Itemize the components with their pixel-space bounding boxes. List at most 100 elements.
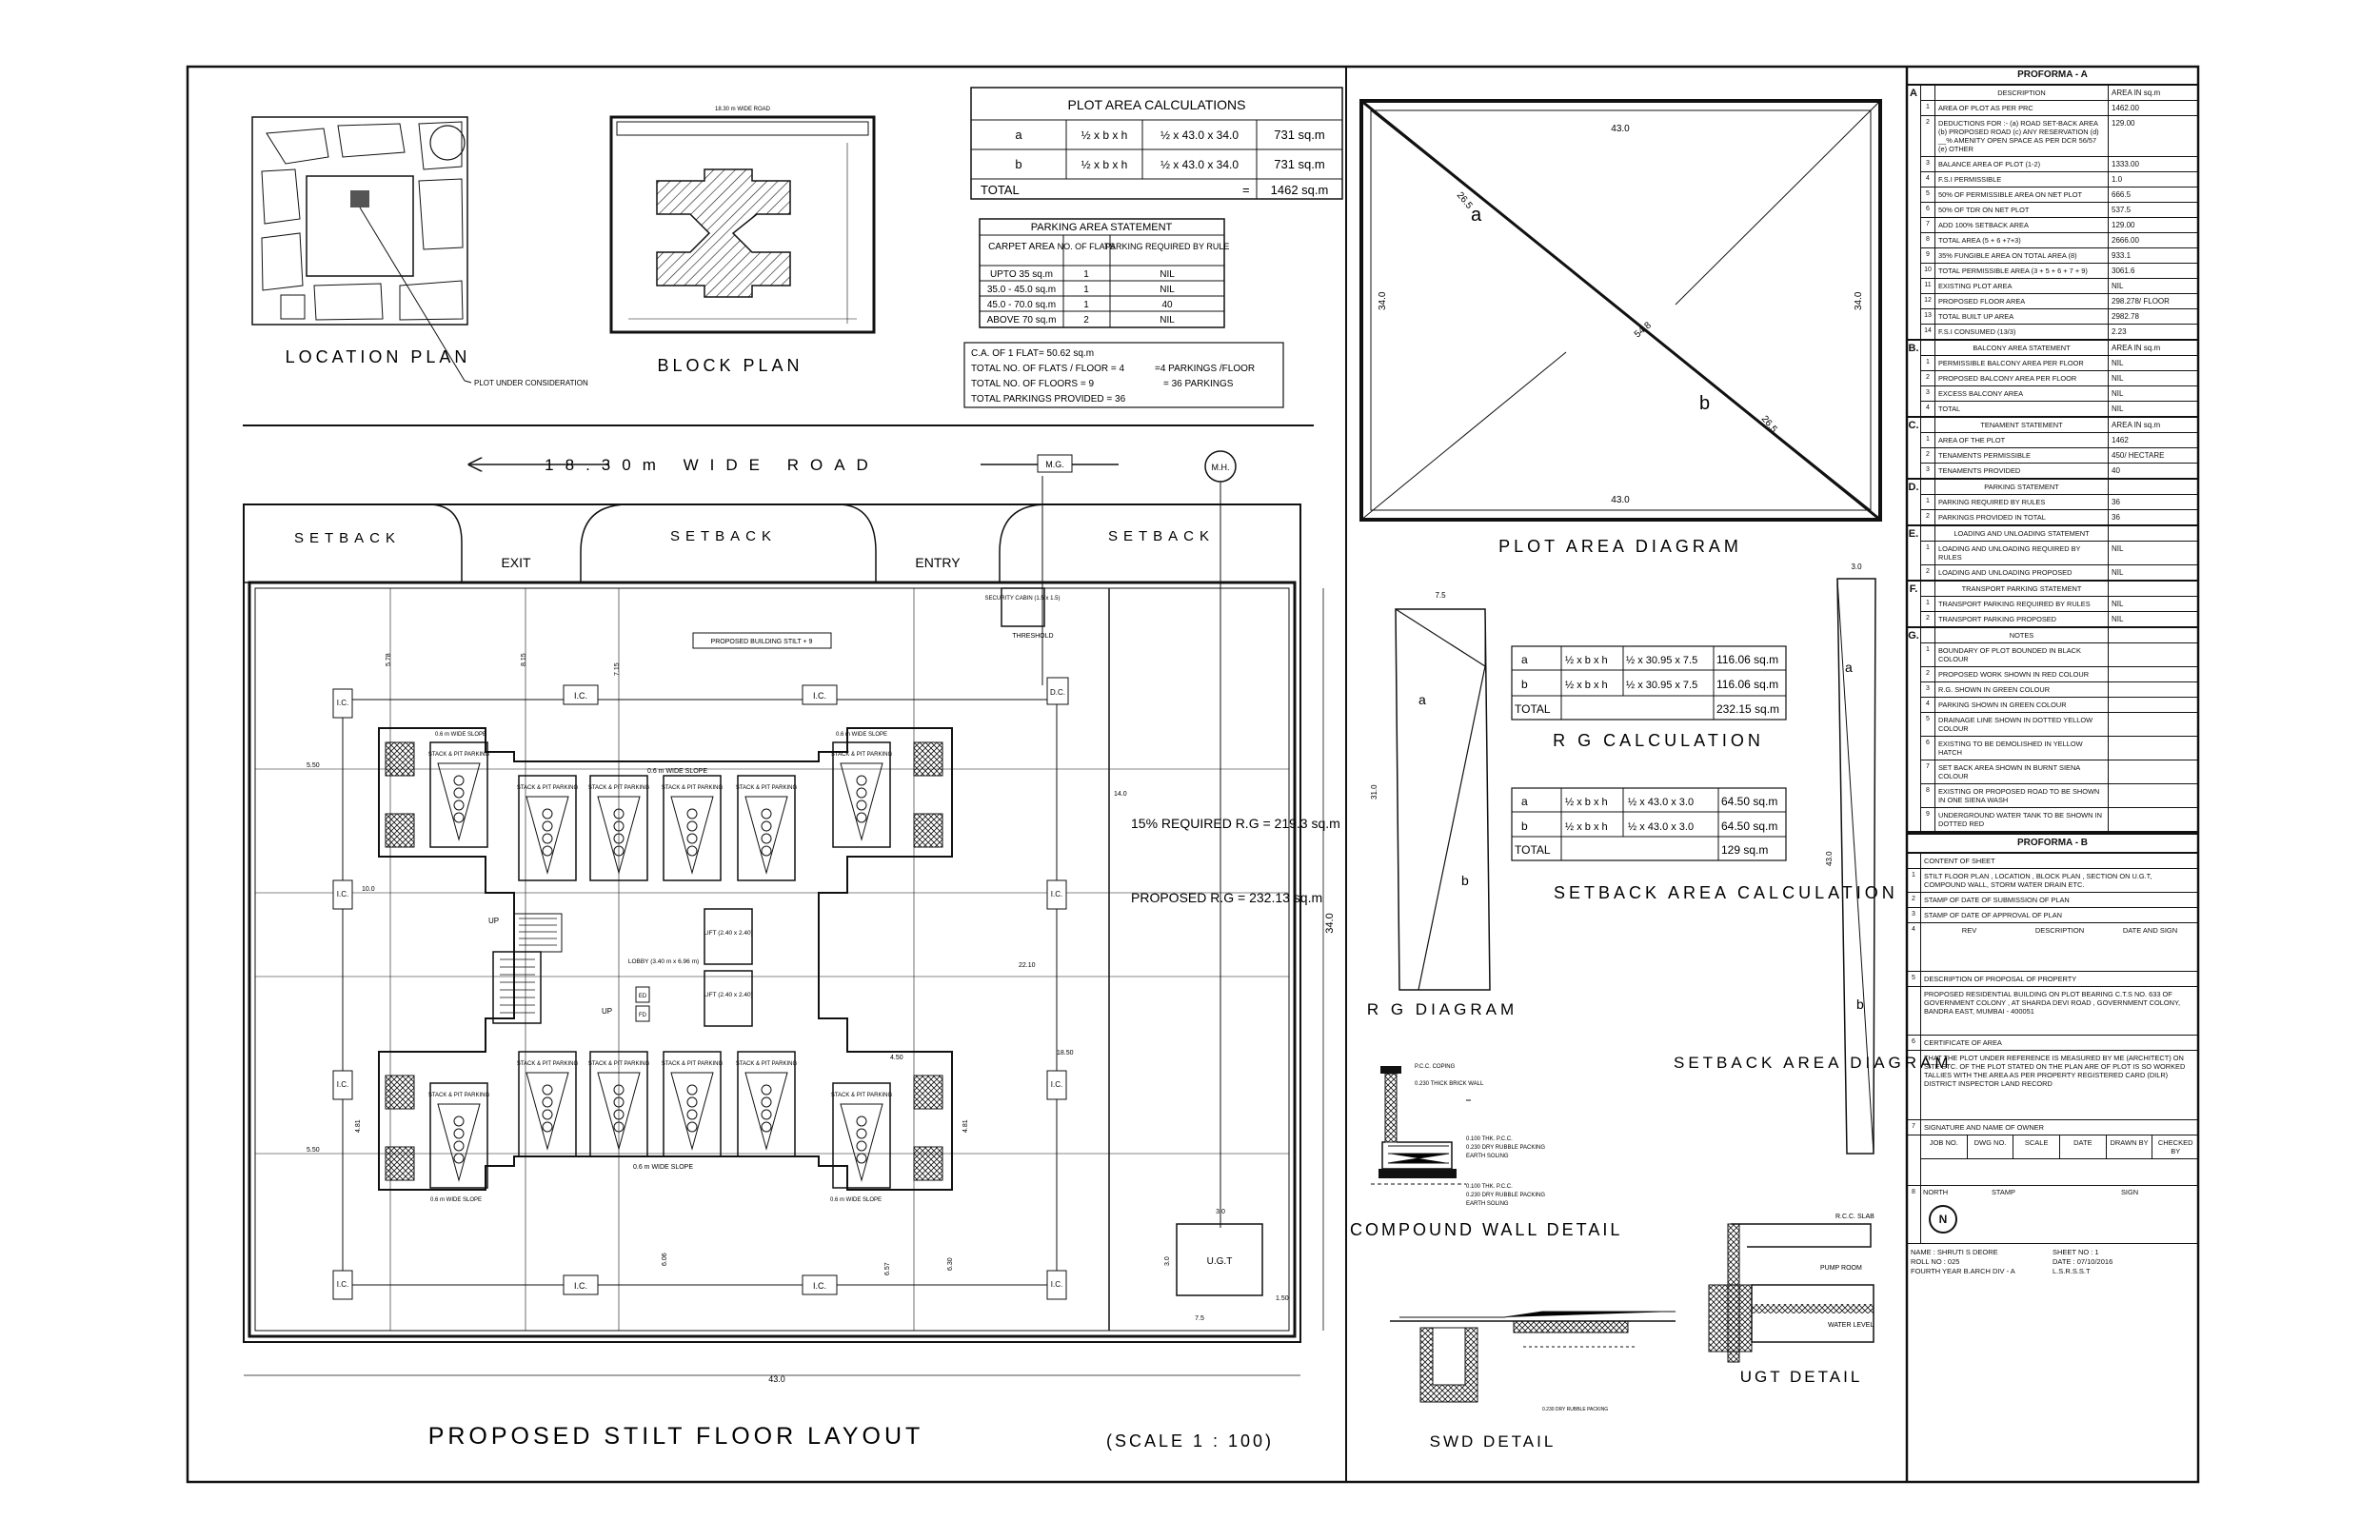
row-description: TOTAL PERMISSIBLE AREA (3 + 5 + 6 + 7 + … [1935, 264, 2109, 278]
section-unit: AREA IN sq.m [2112, 89, 2161, 97]
row-description: LOADING AND UNLOADING REQUIRED BY RULES [1935, 542, 2109, 564]
svg-text:5.50: 5.50 [307, 1147, 320, 1154]
row-value: 933.1 [2112, 251, 2132, 260]
exit-label: EXIT [501, 555, 531, 570]
row-value [2109, 682, 2198, 697]
svg-text:½ x 30.95 x 7.5: ½ x 30.95 x 7.5 [1626, 680, 1697, 691]
svg-text:4.50: 4.50 [890, 1055, 903, 1061]
row-description: TRANSPORT PARKING PROPOSED [1935, 612, 2109, 626]
svg-text:I.C.: I.C. [574, 691, 587, 701]
row-value: NIL [2112, 282, 2124, 290]
svg-text:ED: ED [639, 994, 647, 999]
swd-detail: 0.230 DRY RUBBLE PACKING SWD DETAIL [1390, 1311, 1676, 1451]
svg-text:116.06 sq.m: 116.06 sq.m [1716, 653, 1778, 666]
row-value [2109, 784, 2198, 807]
svg-text:R G DIAGRAM: R G DIAGRAM [1367, 1000, 1517, 1018]
setback-diagram: 3.0 43.0 a b SETBACK AREA DIAGRAM [1674, 563, 1949, 1155]
section-header: PARKING STATEMENT [1935, 480, 2109, 494]
svg-text:½ x b x h: ½ x b x h [1565, 797, 1608, 808]
row-description: PARKINGS PROVIDED IN TOTAL [1935, 510, 2109, 524]
row-value: NIL [2112, 405, 2124, 413]
svg-text:NIL: NIL [1160, 285, 1175, 295]
row-value: 3061.6 [2112, 267, 2135, 275]
parking-statement-table: PARKING AREA STATEMENT CARPET AREA NO. O… [979, 218, 1230, 328]
row-value: NIL [2112, 374, 2124, 383]
stack-parking-unit: STACK & PIT PARKING [662, 775, 724, 881]
svg-text:THRESHOLD: THRESHOLD [1012, 633, 1053, 640]
plot-area-diagram: a b 26.5 26.5 54.8 43.0 43.0 34.0 34.0 P… [1359, 99, 1882, 556]
section-letter: F. [1907, 582, 1921, 626]
svg-text:I.C.: I.C. [337, 1280, 348, 1289]
row-value [2109, 808, 2198, 831]
entry-label: ENTRY [915, 555, 961, 570]
svg-text:64.50 sq.m: 64.50 sq.m [1721, 795, 1777, 808]
svg-text:STACK & PIT PARKING: STACK & PIT PARKING [588, 785, 650, 791]
svg-text:6.30: 6.30 [947, 1257, 954, 1271]
section-unit [2109, 480, 2198, 494]
row-value: 2.23 [2112, 327, 2127, 336]
proforma-a-title: PROFORMA - A [1907, 67, 2198, 86]
svg-text:6.06: 6.06 [662, 1253, 668, 1266]
svg-text:NIL: NIL [1160, 315, 1175, 326]
row-value: 1462.00 [2112, 104, 2139, 112]
svg-text:PARKING REQUIRED BY RULE: PARKING REQUIRED BY RULE [1105, 242, 1230, 251]
svg-text:a: a [1521, 653, 1528, 666]
svg-text:½ x b x h: ½ x b x h [1565, 680, 1608, 691]
svg-text:7.5: 7.5 [1195, 1315, 1204, 1322]
svg-text:I.C.: I.C. [337, 699, 348, 707]
swd-title: SWD DETAIL [1430, 1432, 1557, 1451]
row-description: TENAMENTS PROVIDED [1935, 464, 2109, 478]
row-value: 1462 [2112, 436, 2129, 444]
svg-text:7.15: 7.15 [614, 662, 621, 676]
section-unit [2109, 628, 2198, 642]
svg-text:TOTAL PARKINGS PROVIDED = 36: TOTAL PARKINGS PROVIDED = 36 [971, 394, 1126, 405]
row-value: 2666.00 [2112, 236, 2139, 245]
svg-text:CARPET AREA: CARPET AREA [988, 242, 1055, 252]
svg-text:14.0: 14.0 [1114, 791, 1127, 798]
svg-text:5.78: 5.78 [386, 653, 392, 666]
stack-parking-unit: STACK & PIT PARKING [662, 1051, 724, 1157]
svg-text:0.6 m WIDE SLOPE: 0.6 m WIDE SLOPE [435, 732, 486, 738]
svg-text:STACK & PIT PARKING: STACK & PIT PARKING [736, 785, 798, 791]
svg-text:0.6 m WIDE SLOPE: 0.6 m WIDE SLOPE [836, 732, 887, 738]
svg-text:LIFT (2.40 x 2.40): LIFT (2.40 x 2.40) [704, 992, 753, 998]
section-unit: AREA IN sq.m [2112, 344, 2161, 352]
row-description: AREA OF THE PLOT [1935, 433, 2109, 447]
stack-parking-unit: STACK & PIT PARKING [428, 741, 490, 848]
svg-text:STACK & PIT PARKING: STACK & PIT PARKING [662, 785, 724, 791]
row-value: NIL [2112, 389, 2124, 398]
row-description: PERMISSIBLE BALCONY AREA PER FLOOR [1935, 356, 2109, 370]
ugt-title: UGT DETAIL [1740, 1368, 1863, 1386]
section-header: NOTES [1935, 628, 2109, 642]
location-plan-title: LOCATION PLAN [286, 347, 471, 366]
stack-parking-unit: STACK & PIT PARKING [831, 741, 893, 848]
stack-parking-unit: STACK & PIT PARKING [588, 775, 650, 881]
svg-text:b: b [1461, 873, 1469, 888]
stack-parking-unit: STACK & PIT PARKING [736, 1051, 798, 1157]
svg-text:STACK & PIT PARKING: STACK & PIT PARKING [517, 785, 579, 791]
svg-text:STACK & PIT PARKING: STACK & PIT PARKING [662, 1061, 724, 1067]
svg-text:UP: UP [602, 1007, 612, 1016]
row-value: 36 [2112, 513, 2120, 522]
rg-calc-table: a ½ x b x h ½ x 30.95 x 7.5 116.06 sq.m … [1511, 645, 1787, 750]
row-value: 36 [2112, 498, 2120, 506]
svg-text:STACK & PIT PARKING: STACK & PIT PARKING [736, 1061, 798, 1067]
svg-text:I.C.: I.C. [574, 1281, 587, 1291]
svg-text:ABOVE 70 sq.m: ABOVE 70 sq.m [987, 315, 1057, 326]
north-arrow-icon: N [1929, 1205, 1957, 1234]
svg-text:64.50 sq.m: 64.50 sq.m [1721, 819, 1777, 833]
svg-text:TOTAL: TOTAL [1515, 702, 1551, 716]
block-plan-title: BLOCK PLAN [657, 356, 803, 375]
svg-text:I.C.: I.C. [813, 691, 826, 701]
